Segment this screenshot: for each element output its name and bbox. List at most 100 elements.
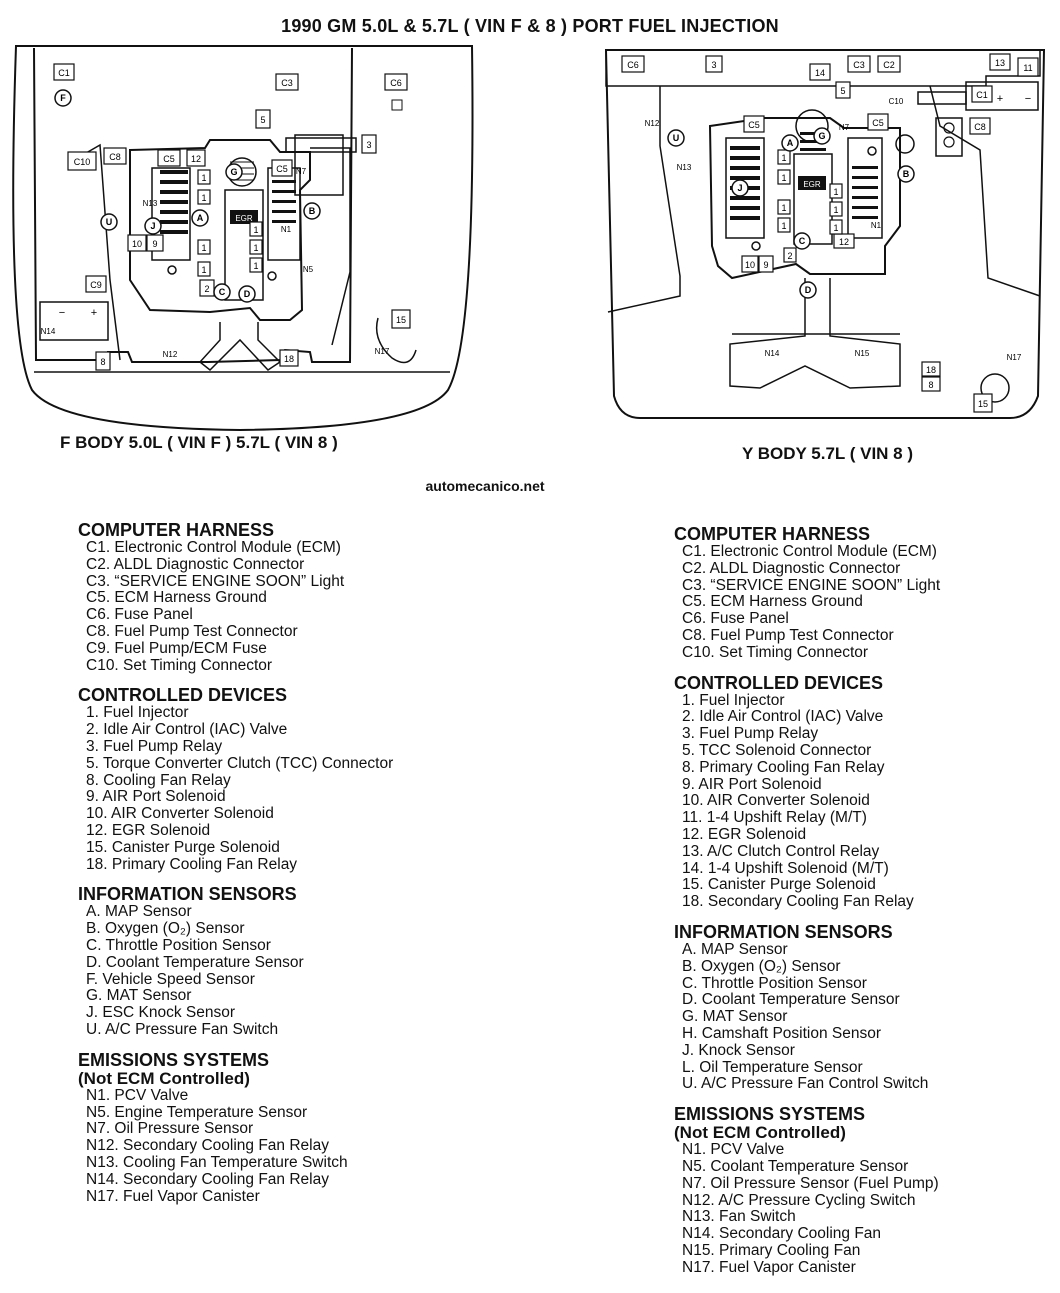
legend-item: 8. Cooling Fan Relay: [86, 771, 231, 789]
legend-item: C6. Fuse Panel: [682, 610, 789, 628]
c5-box-left: C5: [743, 115, 765, 133]
c10-box: C10: [67, 151, 97, 171]
legend-item: N17. Fuel Vapor Canister: [682, 1258, 856, 1276]
sensor-g-callout: G: [225, 163, 243, 181]
relay-9-box: 9: [146, 234, 164, 252]
svg-text:C5: C5: [872, 118, 884, 128]
relay-5-box: 5: [255, 109, 271, 129]
svg-text:J: J: [737, 183, 742, 193]
legend-item: N13. Cooling Fan Temperature Switch: [86, 1153, 348, 1171]
svg-text:3: 3: [366, 140, 371, 150]
svg-text:5: 5: [260, 115, 265, 125]
sensor-c-callout: C: [793, 232, 811, 250]
legend-section-title: CONTROLLED DEVICES: [674, 672, 884, 693]
legend-item: C6. Fuse Panel: [86, 606, 193, 624]
egr-text: EGR: [235, 214, 253, 223]
legend-item: C1. Electronic Control Module (ECM): [682, 543, 937, 560]
n14-label: N14: [765, 349, 780, 358]
svg-text:G: G: [818, 131, 825, 141]
battery-outline: [39, 301, 109, 341]
svg-text:13: 13: [995, 58, 1005, 68]
legend-item: C1. Electronic Control Module (ECM): [86, 539, 341, 556]
svg-text:F: F: [60, 93, 66, 103]
legend-item: 13. A/C Clutch Control Relay: [682, 842, 880, 860]
svg-text:C3: C3: [853, 60, 865, 70]
svg-text:G: G: [230, 167, 237, 177]
svg-text:18: 18: [284, 354, 294, 364]
upper-cowl: [605, 50, 1041, 87]
sensor-callouts: U G A B J C D: [667, 127, 915, 299]
legend-section-title: EMISSIONS SYSTEMS: [674, 1104, 866, 1125]
legend-item: C. Throttle Position Sensor: [86, 936, 271, 954]
c3-box: C3: [275, 73, 299, 91]
relay-18-box: 18: [921, 361, 941, 377]
legend-item: 1. Fuel Injector: [682, 691, 785, 709]
svg-text:1: 1: [201, 173, 206, 183]
c8-box: C8: [103, 147, 127, 165]
legend-item: C10. Set Timing Connector: [682, 643, 869, 661]
n5-label: N5: [303, 265, 314, 274]
svg-text:C1: C1: [58, 68, 70, 78]
svg-text:C6: C6: [627, 60, 639, 70]
svg-text:9: 9: [152, 239, 157, 249]
sensor-d-callout: D: [799, 281, 817, 299]
svg-text:1: 1: [253, 225, 258, 235]
legend-item: D. Coolant Temperature Sensor: [86, 953, 304, 971]
svg-text:2: 2: [787, 251, 792, 261]
legend-item: 8. Primary Cooling Fan Relay: [682, 758, 885, 776]
c1-box: C1: [53, 63, 75, 81]
legend-item: 14. 1-4 Upshift Solenoid (M/T): [682, 859, 889, 877]
legend-section-subtitle: (Not ECM Controlled): [78, 1068, 250, 1088]
injector-boxes: 1 1 1 1 1 1 1: [197, 169, 263, 277]
sensor-b-callout: B: [897, 165, 915, 183]
legend-section-subtitle: (Not ECM Controlled): [674, 1123, 846, 1143]
c2-box: C2: [877, 55, 901, 73]
svg-text:14: 14: [815, 68, 825, 78]
sensor-u-callout: U: [667, 129, 685, 147]
legend-item: B. Oxygen (O₂) Sensor: [86, 920, 245, 938]
c10-label: C10: [889, 97, 904, 106]
svg-text:C: C: [219, 287, 226, 297]
svg-text:C8: C8: [109, 152, 121, 162]
engine-bay-outline: [12, 45, 474, 432]
legend-item: N5. Coolant Temperature Sensor: [682, 1157, 909, 1175]
svg-text:C: C: [799, 236, 806, 246]
legend-item: C. Throttle Position Sensor: [682, 974, 867, 992]
legend-item: C10. Set Timing Connector: [86, 656, 273, 674]
svg-text:A: A: [197, 213, 204, 223]
legend-item: 11. 1-4 Upshift Relay (M/T): [682, 809, 867, 827]
svg-text:C6: C6: [390, 78, 402, 88]
legend-item: 18. Primary Cooling Fan Relay: [86, 855, 298, 873]
relay-18-box: 18: [279, 349, 299, 367]
website-watermark: automecanico.net: [425, 478, 545, 494]
svg-text:C10: C10: [74, 157, 91, 167]
sensor-a-callout: A: [191, 209, 209, 227]
relay-3-box: 3: [705, 55, 723, 73]
svg-text:C1: C1: [976, 90, 988, 100]
legend-item: N17. Fuel Vapor Canister: [86, 1187, 260, 1205]
sensor-a-callout: A: [781, 134, 799, 152]
legend-item: 3. Fuel Pump Relay: [682, 725, 819, 743]
label-boxes: C6 3 14 C3 C2 13 11 5 C10 C1 + − C8 N12 …: [621, 53, 1039, 413]
svg-text:U: U: [673, 133, 680, 143]
iac-2-box: 2: [783, 247, 797, 263]
sensor-d-callout: D: [238, 285, 256, 303]
svg-text:11: 11: [1023, 63, 1032, 73]
legend-section-title: COMPUTER HARNESS: [674, 524, 871, 544]
legend-section-title: INFORMATION SENSORS: [674, 921, 893, 942]
svg-text:1: 1: [833, 187, 838, 197]
svg-text:5: 5: [840, 86, 845, 96]
c6-box: C6: [384, 73, 408, 91]
n15-label: N15: [855, 349, 870, 358]
svg-text:10: 10: [132, 239, 142, 249]
svg-text:2: 2: [204, 284, 209, 294]
svg-text:1: 1: [781, 203, 786, 213]
legend-item: 5. Torque Converter Clutch (TCC) Connect…: [86, 754, 394, 772]
f-body-caption: F BODY 5.0L ( VIN F ) 5.7L ( VIN 8 ): [60, 433, 338, 452]
svg-text:8: 8: [928, 380, 933, 390]
relay-12-box: 12: [186, 149, 206, 167]
legend-item: N7. Oil Pressure Sensor: [86, 1120, 254, 1138]
legend-item: 15. Canister Purge Solenoid: [86, 838, 280, 856]
exhaust-y: [729, 278, 901, 389]
c6-box: C6: [621, 55, 645, 73]
